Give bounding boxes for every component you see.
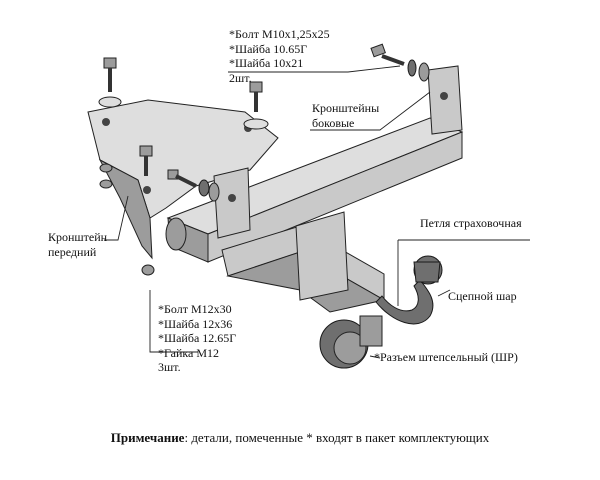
label-socket: *Разъем штепсельный (ШР) [374, 350, 518, 364]
side-bracket-right [427, 65, 463, 135]
tow-ball-assembly [375, 255, 443, 325]
label-line: *Шайба 12.65Г [158, 331, 237, 345]
label-line: *Шайба 12х36 [158, 316, 233, 331]
drawbar [221, 211, 386, 313]
label-line: Кронштейны [312, 101, 380, 115]
label-line: *Шайба 10.65Г [229, 41, 308, 56]
label-line: *Болт М12х30 [158, 302, 232, 316]
label-line: 3шт. [158, 360, 181, 374]
label-front-bracket: Кронштейн передний [48, 230, 107, 259]
label-line: *Гайка М12 [158, 345, 220, 360]
label-tow-ball: Сцепной шар [448, 289, 517, 303]
label-line: *Шайба 10х21 [229, 56, 304, 70]
label-line: Кронштейн [48, 230, 108, 244]
leader-lines [104, 65, 530, 359]
bolt-m10-right [370, 43, 430, 82]
bolt-group-left [98, 57, 269, 276]
label-line: *Болт М10х1,25х25 [229, 27, 330, 41]
label-line: боковые [312, 115, 355, 130]
label-line: передний [48, 244, 97, 259]
side-bracket-left [213, 167, 251, 239]
label-safety-loop: Петля страховочная [420, 216, 522, 230]
electrical-socket [319, 315, 383, 369]
footnote: Примечание: детали, помеченные * входят … [0, 430, 600, 446]
label-top-hardware: *Болт М10х1,25х25 *Шайба 10.65Г *Шайба 1… [229, 27, 330, 85]
footnote-text: : детали, помеченные * входят в пакет ко… [184, 430, 490, 445]
footnote-label: Примечание [110, 430, 185, 445]
label-side-brackets: Кронштейны боковые [312, 101, 379, 130]
label-bottom-hardware: *Болт М12х30 *Шайба 12х36 *Шайба 12.65Г … [158, 302, 236, 375]
label-line: 2шт. [229, 70, 252, 85]
front-bracket [87, 99, 279, 260]
towbar-assembly-diagram [87, 43, 530, 369]
